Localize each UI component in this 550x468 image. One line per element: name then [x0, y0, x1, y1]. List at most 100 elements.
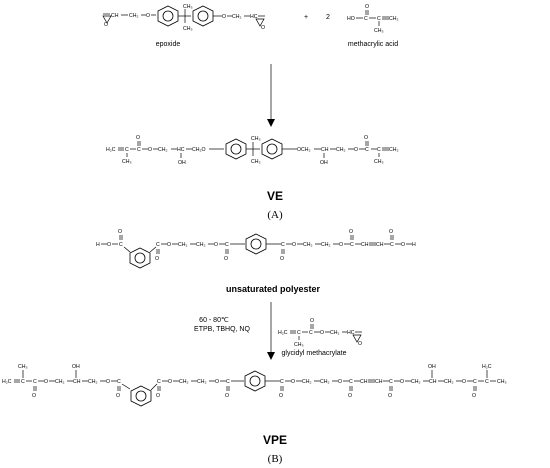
svg-text:O: O: [155, 256, 159, 262]
svg-text:CH₂: CH₂: [196, 242, 206, 248]
unsaturated-polyester-structure: H O C O C O O CH₂ CH₂ O C: [96, 229, 416, 269]
svg-text:O: O: [168, 379, 172, 385]
unsaturated-polyester-label: unsaturated polyester: [226, 284, 321, 294]
svg-text:O: O: [310, 318, 314, 324]
glycidyl-methacrylate-label: glycidyl methacrylate: [282, 350, 347, 357]
svg-text:C: C: [117, 379, 121, 385]
svg-text:CH: CH: [376, 242, 384, 248]
svg-text:O: O: [106, 379, 110, 385]
svg-text:CH₂: CH₂: [129, 13, 139, 19]
reaction-temperature: 60 - 80℃: [199, 317, 229, 324]
svg-text:H: H: [96, 242, 100, 248]
svg-text:O: O: [116, 393, 120, 399]
svg-text:O: O: [462, 379, 466, 385]
svg-text:O: O: [339, 242, 343, 248]
svg-text:C: C: [125, 147, 129, 153]
svg-text:C: C: [377, 16, 381, 22]
svg-text:H₂C: H₂C: [2, 379, 12, 385]
svg-text:CH₃: CH₃: [374, 28, 384, 34]
methacrylic-acid-label: methacrylic acid: [348, 41, 398, 48]
svg-text:C: C: [365, 147, 369, 153]
svg-text:CH: CH: [375, 379, 383, 385]
svg-text:CH₂: CH₂: [321, 242, 331, 248]
svg-text:C: C: [309, 330, 313, 336]
stoichiometry: 2: [326, 14, 330, 21]
svg-text:O: O: [32, 393, 36, 399]
svg-text:CH: CH: [111, 13, 119, 19]
svg-text:O: O: [401, 242, 405, 248]
svg-text:O: O: [224, 256, 228, 262]
svg-text:CH₂: CH₂: [336, 147, 346, 153]
vpe-label: VPE: [263, 433, 287, 447]
svg-text:CH: CH: [361, 242, 369, 248]
svg-text:CH₂: CH₂: [232, 14, 242, 20]
svg-text:CH: CH: [429, 379, 437, 385]
svg-text:O: O: [349, 229, 353, 235]
svg-text:CH₂: CH₂: [158, 147, 168, 153]
svg-text:CH₃: CH₃: [294, 342, 304, 348]
svg-text:H₂C: H₂C: [106, 147, 116, 153]
svg-text:CH₃: CH₃: [251, 136, 261, 142]
svg-text:C: C: [280, 379, 284, 385]
svg-text:CH₃: CH₃: [18, 364, 28, 370]
svg-text:C: C: [390, 242, 394, 248]
svg-text:C: C: [350, 242, 354, 248]
ve-structure: H₂C C CH₃ C O O CH₂ HC OH CH₂O: [106, 135, 399, 166]
svg-text:O: O: [472, 393, 476, 399]
svg-text:C: C: [473, 379, 477, 385]
svg-text:OCH₂: OCH₂: [297, 147, 311, 153]
svg-text:C: C: [119, 242, 123, 248]
svg-text:O: O: [156, 393, 160, 399]
panel-a: O CH CH₂ O CH₃ CH₃ O CH₂ HC O: [102, 4, 399, 221]
svg-text:CH₃: CH₃: [183, 4, 193, 10]
svg-text:C: C: [349, 379, 353, 385]
svg-text:CH₂: CH₂: [197, 379, 207, 385]
svg-text:CH: CH: [73, 379, 81, 385]
svg-text:H₂C: H₂C: [278, 330, 288, 336]
svg-text:O: O: [280, 256, 284, 262]
svg-text:C: C: [226, 379, 230, 385]
svg-text:CH₂O: CH₂O: [192, 147, 206, 153]
svg-text:O: O: [279, 393, 283, 399]
svg-text:C: C: [377, 147, 381, 153]
svg-text:CH₃: CH₃: [183, 26, 193, 32]
svg-text:O: O: [44, 379, 48, 385]
svg-text:C: C: [156, 242, 160, 248]
svg-text:CH₃: CH₃: [251, 159, 261, 165]
svg-text:OH: OH: [320, 160, 328, 166]
svg-text:O: O: [400, 379, 404, 385]
svg-text:C: C: [297, 330, 301, 336]
svg-text:CH₂: CH₂: [55, 379, 65, 385]
svg-text:CH: CH: [321, 147, 329, 153]
svg-text:C: C: [157, 379, 161, 385]
svg-text:H₂C: H₂C: [482, 364, 492, 370]
ve-label: VE: [267, 189, 283, 203]
svg-text:HO: HO: [347, 16, 355, 22]
glycidyl-methacrylate-structure: O H₂C C CH₃ C O CH₂ HC O: [278, 318, 362, 348]
svg-text:CH₂: CH₂: [389, 147, 399, 153]
svg-text:O: O: [222, 14, 226, 20]
svg-text:CH₂: CH₂: [320, 379, 330, 385]
svg-text:HC: HC: [250, 14, 258, 20]
vpe-structure: H₂C C CH₃ C O O CH₂ CH OH CH₂ O C: [2, 364, 507, 407]
svg-text:C: C: [389, 379, 393, 385]
svg-text:CH₂: CH₂: [88, 379, 98, 385]
svg-text:O: O: [338, 379, 342, 385]
svg-text:HC: HC: [347, 330, 355, 336]
svg-text:O: O: [292, 242, 296, 248]
svg-text:O: O: [148, 147, 152, 153]
svg-text:O: O: [320, 330, 324, 336]
svg-text:CH₂: CH₂: [411, 379, 421, 385]
svg-text:OH: OH: [72, 364, 80, 370]
svg-text:CH₂: CH₂: [444, 379, 454, 385]
svg-text:HC: HC: [177, 147, 185, 153]
svg-text:O: O: [348, 393, 352, 399]
svg-text:O: O: [354, 147, 358, 153]
svg-text:CH₃: CH₃: [374, 159, 384, 165]
panel-b: H O C O C O O CH₂ CH₂ O C: [2, 229, 507, 465]
svg-text:O: O: [107, 242, 111, 248]
svg-text:C: C: [281, 242, 285, 248]
svg-text:CH₂: CH₂: [330, 330, 340, 336]
svg-text:CH₂: CH₂: [302, 379, 312, 385]
